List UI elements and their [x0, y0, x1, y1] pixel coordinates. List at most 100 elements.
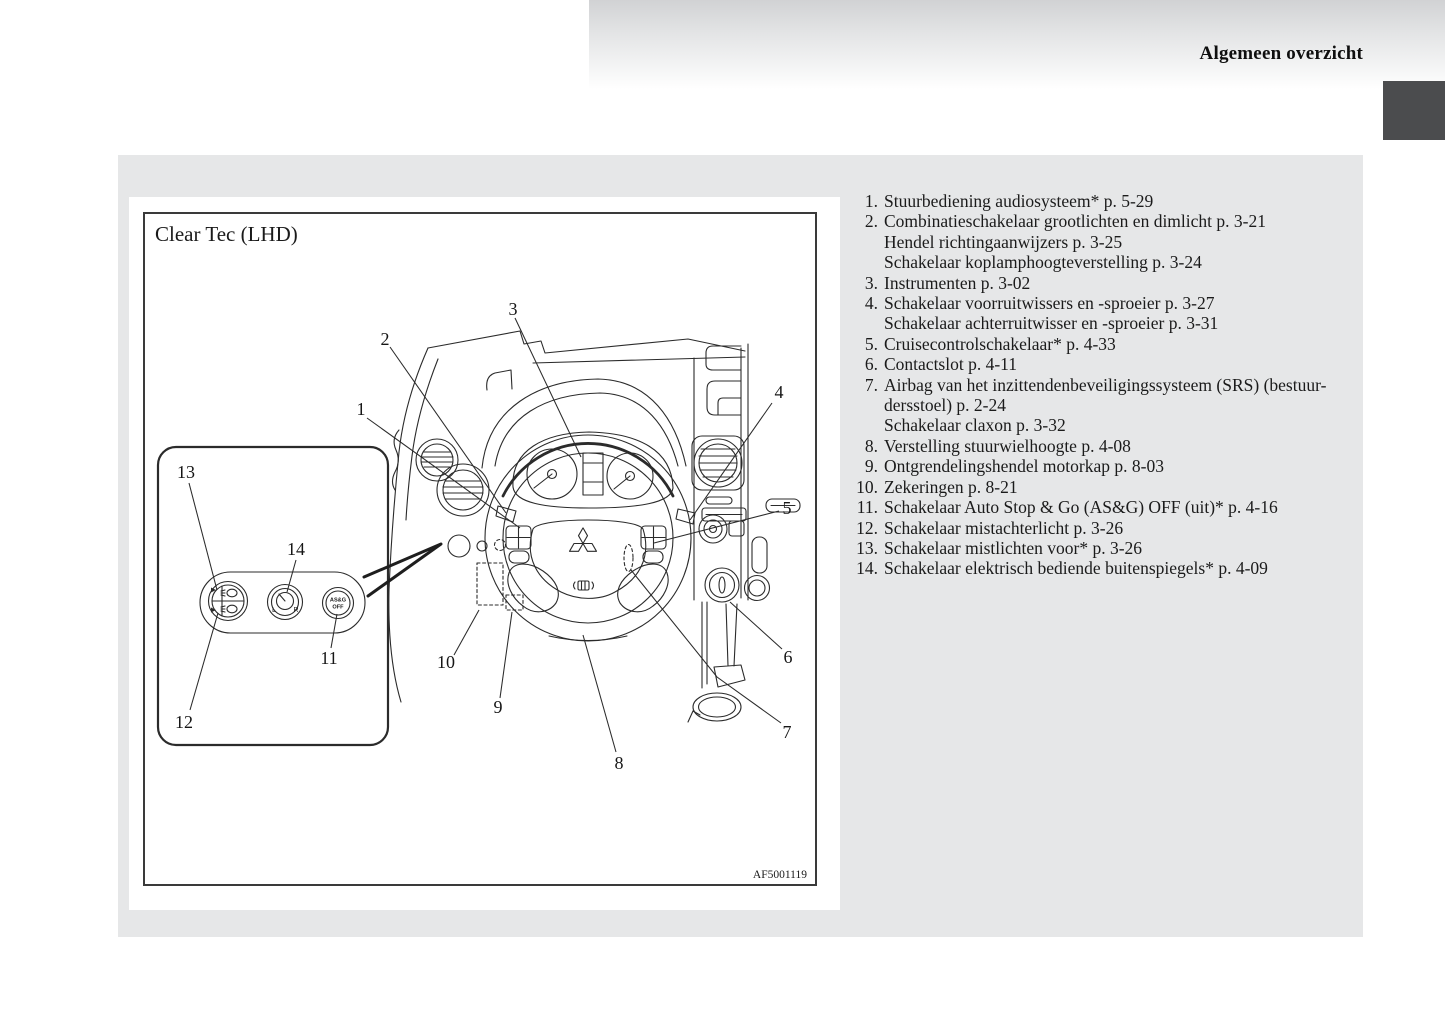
callout-5: 5 [783, 498, 792, 518]
legend-item: 9. Ontgrendelingshendel motorkap p. 8-03 [846, 456, 1366, 476]
ignition-key-cylinder [704, 567, 740, 603]
legend-item-text: Schakelaar Auto Stop & Go (AS&G) OFF (ui… [884, 497, 1278, 517]
legend-line: Cruisecontrolschakelaar* p. 4-33 [884, 333, 1116, 354]
legend-item: 11. Schakelaar Auto Stop & Go (AS&G) OFF … [846, 497, 1366, 517]
legend-item-number: 5. [864, 333, 878, 354]
figure-title: Clear Tec (LHD) [155, 222, 298, 246]
callout-3: 3 [509, 299, 518, 319]
page-title: Algemeen overzicht [1199, 43, 1363, 64]
callout-13: 13 [177, 462, 195, 482]
legend-item-number: 4. [864, 293, 878, 314]
right-air-vent [691, 435, 745, 491]
callout-12: 12 [175, 712, 193, 732]
legend-line: Schakelaar elektrisch bediende buitenspi… [884, 558, 1268, 579]
callout-numbers: 1 2 3 4 5 6 7 8 9 10 11 12 13 14 [175, 299, 793, 773]
legend-line: Ontgrendelingshendel motorkap p. 8-03 [884, 456, 1164, 477]
legend-item-number: 13. [856, 537, 878, 558]
right-stalk [675, 508, 696, 525]
legend-item: 2. Combinatieschakelaar grootlichten en d… [846, 211, 1366, 272]
legend-item-text: Airbag van het inzittendenbeveiligingssy… [884, 375, 1326, 436]
figure-code: AF5001119 [752, 869, 807, 881]
legend-line: Stuurbediening audiosysteem* p. 5-29 [884, 191, 1154, 211]
legend-item-text: Zekeringen p. 8-21 [884, 477, 1018, 497]
horn-icon [572, 580, 595, 591]
mirror-right-label: R [293, 607, 298, 614]
callout-7: 7 [783, 722, 792, 742]
legend-item-number: 6. [864, 354, 878, 375]
asg-label-line2: OFF [332, 605, 344, 611]
legend-line: Schakelaar koplamphoogteverstelling p. 3… [884, 252, 1202, 273]
legend-line: Schakelaar mistlichten voor* p. 3-26 [884, 537, 1143, 558]
dashboard-outline [388, 330, 746, 703]
legend-line: Contactslot p. 4-11 [884, 354, 1018, 375]
legend-item-number: 2. [864, 211, 878, 232]
legend-line: Schakelaar Auto Stop & Go (AS&G) OFF (ui… [884, 497, 1278, 518]
hidden-component-markers [476, 562, 524, 611]
legend-item: 7. Airbag van het inzittendenbeveiligings… [846, 375, 1366, 436]
callout-8: 8 [615, 753, 624, 773]
legend-item-text: Schakelaar mistachterlicht p. 3-26 [884, 518, 1123, 538]
legend-item-text: Schakelaar voorruitwissers en -sproeier … [884, 293, 1218, 334]
legend-line: Hendel richtingaanwijzers p. 3-25 [884, 231, 1123, 252]
left-dash-controls [447, 534, 507, 558]
callout-14: 14 [287, 539, 305, 559]
cruise-switch-pod [640, 525, 667, 564]
audio-switch-pod [505, 525, 532, 564]
legend-item-text: Instrumenten p. 3-02 [884, 273, 1030, 293]
callout-4: 4 [775, 382, 784, 402]
fog-light-switch [207, 580, 249, 622]
legend-item-text: Verstelling stuurwielhoogte p. 4-08 [884, 436, 1131, 456]
legend-item-text: Cruisecontrolschakelaar* p. 4-33 [884, 334, 1116, 354]
legend-item-number: 10. [856, 476, 878, 497]
legend-item: 3. Instrumenten p. 3-02 [846, 273, 1366, 293]
legend-line: Instrumenten p. 3-02 [884, 272, 1031, 293]
callout-1: 1 [357, 399, 366, 419]
legend-line: Schakelaar voorruitwissers en -sproeier … [884, 293, 1215, 314]
legend-line: Airbag van het inzittendenbeveiligingssy… [884, 374, 1327, 395]
legend-item: 4. Schakelaar voorruitwissers en -sproeie… [846, 293, 1366, 334]
legend-line: Zekeringen p. 8-21 [884, 476, 1018, 497]
legend-line: Verstelling stuurwielhoogte p. 4-08 [884, 435, 1131, 456]
mirror-adjust-switch: L R [266, 583, 304, 621]
mirror-left-label: L [272, 607, 276, 614]
legend-item-number: 14. [856, 558, 878, 579]
legend-item-number: 12. [856, 517, 878, 538]
legend-item-number: 7. [864, 374, 878, 395]
legend-item: 1. Stuurbediening audiosysteem* p. 5-29 [846, 191, 1366, 211]
legend-item-text: Contactslot p. 4-11 [884, 354, 1017, 374]
callout-10: 10 [437, 652, 455, 672]
legend-line: Combinatieschakelaar grootlichten en dim… [884, 211, 1266, 232]
callout-11: 11 [320, 648, 337, 668]
legend-line: Schakelaar claxon p. 3-32 [884, 415, 1066, 436]
legend-item-number: 9. [864, 456, 878, 477]
legend-item: 5. Cruisecontrolschakelaar* p. 4-33 [846, 334, 1366, 354]
legend-item: 13. Schakelaar mistlichten voor* p. 3-26 [846, 538, 1366, 558]
callout-9: 9 [494, 697, 503, 717]
chapter-side-tab [1383, 81, 1445, 140]
legend-item: 12. Schakelaar mistachterlicht p. 3-26 [846, 518, 1366, 538]
legend-item: 14. Schakelaar elektrisch bediende buiten… [846, 558, 1366, 578]
legend-item-text: Ontgrendelingshendel motorkap p. 8-03 [884, 456, 1164, 476]
callout-2: 2 [381, 329, 390, 349]
legend-item-text: Schakelaar elektrisch bediende buitenspi… [884, 558, 1268, 578]
legend-item-text: Combinatieschakelaar grootlichten en dim… [884, 211, 1266, 272]
center-console [687, 343, 801, 723]
figure-box: Clear Tec (LHD) [143, 212, 817, 886]
left-air-vents [415, 438, 490, 517]
legend-item-number: 3. [864, 272, 878, 293]
left-stalk [495, 505, 517, 523]
legend-item: 8. Verstelling stuurwielhoogte p. 4-08 [846, 436, 1366, 456]
legend-item-number: 8. [864, 435, 878, 456]
callout-6: 6 [784, 647, 793, 667]
legend-item-text: Schakelaar mistlichten voor* p. 3-26 [884, 538, 1142, 558]
callout-leader-lines [188, 317, 783, 753]
legend-item-number: 11. [856, 497, 878, 518]
legend-item-number: 1. [864, 191, 878, 211]
header-gradient-banner [589, 0, 1445, 94]
legend-line: Schakelaar mistachterlicht p. 3-26 [884, 517, 1124, 538]
mitsubishi-logo-icon [568, 527, 598, 552]
legend-item: 10. Zekeringen p. 8-21 [846, 477, 1366, 497]
dashboard-diagram: L R AS&G OFF [156, 299, 801, 773]
